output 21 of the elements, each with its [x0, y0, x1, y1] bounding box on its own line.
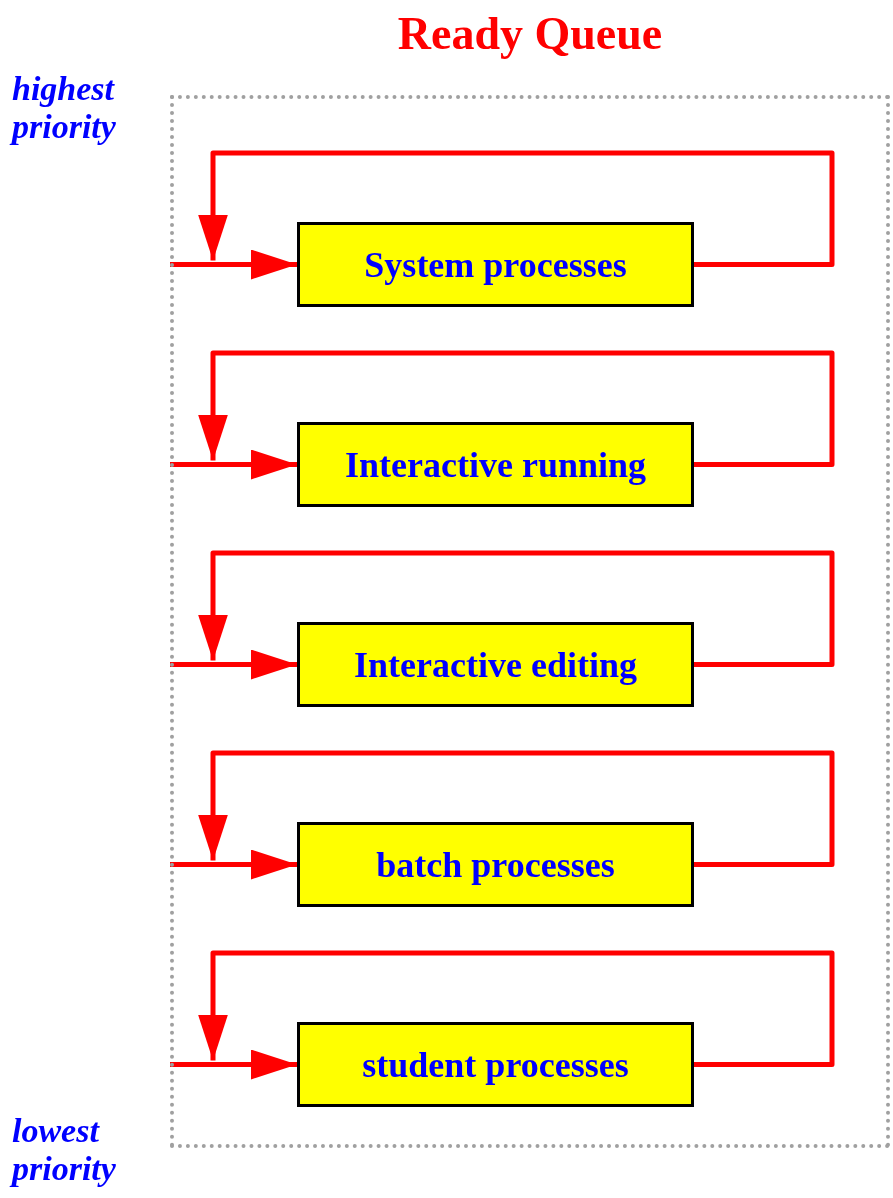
box-label: student processes: [362, 1043, 629, 1086]
arrow: [170, 849, 297, 880]
box-label: Interactive running: [345, 443, 646, 486]
arrow: [170, 249, 297, 280]
container-heading: Ready Queue: [396, 7, 664, 60]
arrow: [198, 550, 835, 667]
process-box: [297, 622, 694, 707]
box-label: Interactive editing: [354, 643, 637, 686]
arrow: [170, 649, 297, 680]
arrow: [198, 950, 835, 1067]
box-label: System processes: [364, 243, 627, 286]
arrow: [170, 449, 297, 480]
process-box: [297, 822, 694, 907]
process-box: [297, 1022, 694, 1107]
process-box: [297, 422, 694, 507]
box-label: batch processes: [376, 843, 615, 886]
arrow: [198, 350, 835, 467]
process-box: [297, 222, 694, 307]
arrow: [198, 750, 835, 867]
arrow: [198, 150, 835, 267]
arrow: [170, 1049, 297, 1080]
